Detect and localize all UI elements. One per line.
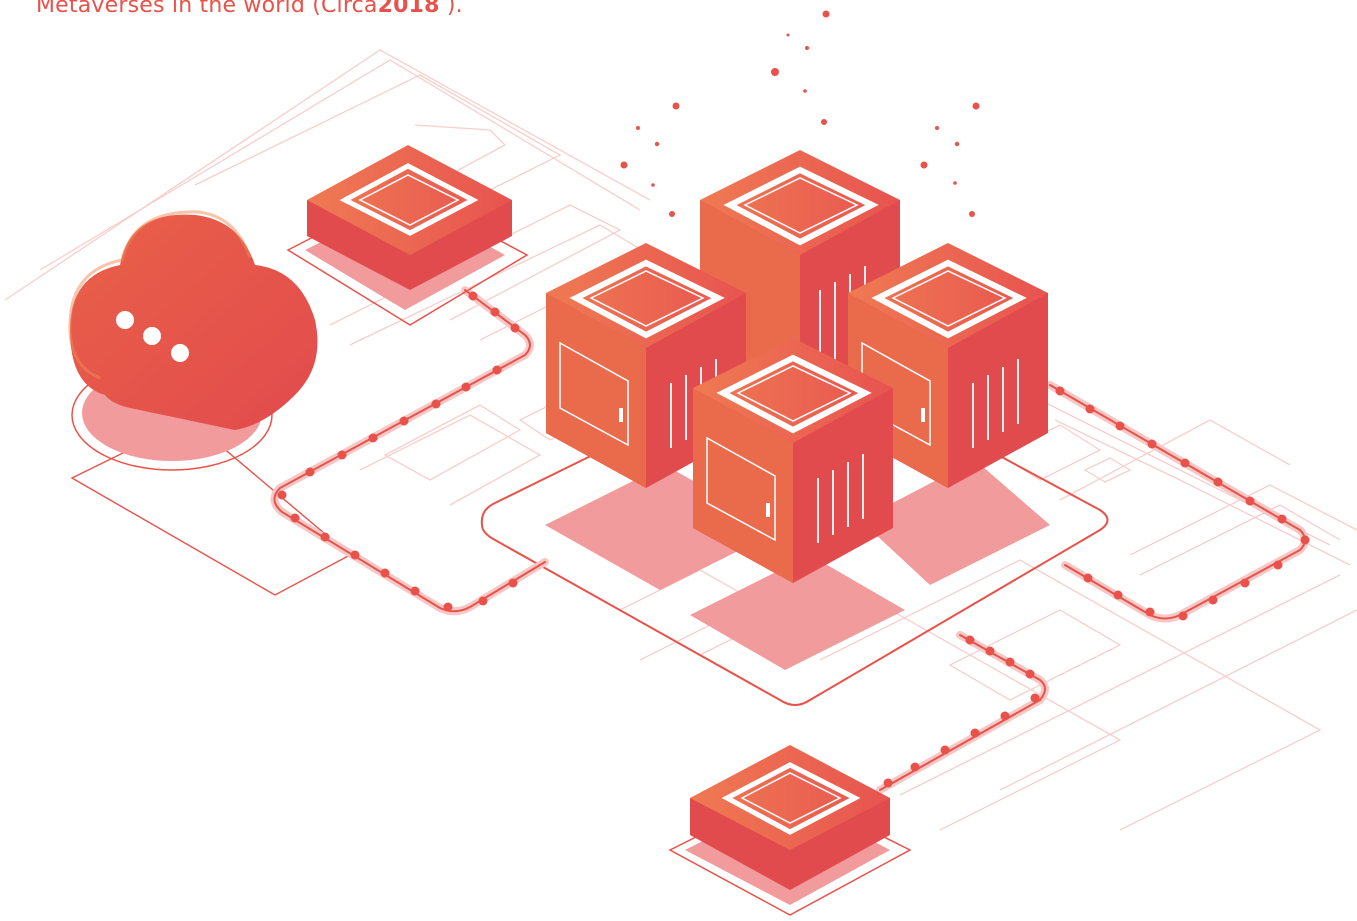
chat-cloud-icon	[68, 210, 318, 471]
server-cube-icon-front	[693, 338, 893, 583]
caption: Metaverses in the world (Circa2018 ).	[36, 0, 463, 20]
server-cube-icon-left	[546, 243, 746, 488]
network-node-icon-bottom	[668, 745, 912, 916]
server-cube-icon-right	[848, 243, 1048, 488]
network-node-icon	[286, 145, 529, 326]
caption-year: 2018	[377, 0, 440, 18]
network-connectors	[270, 286, 1310, 794]
caption-prefix: Metaverses in the world (Circa	[36, 0, 378, 18]
particles	[620, 10, 980, 217]
caption-suffix: ).	[439, 0, 463, 18]
